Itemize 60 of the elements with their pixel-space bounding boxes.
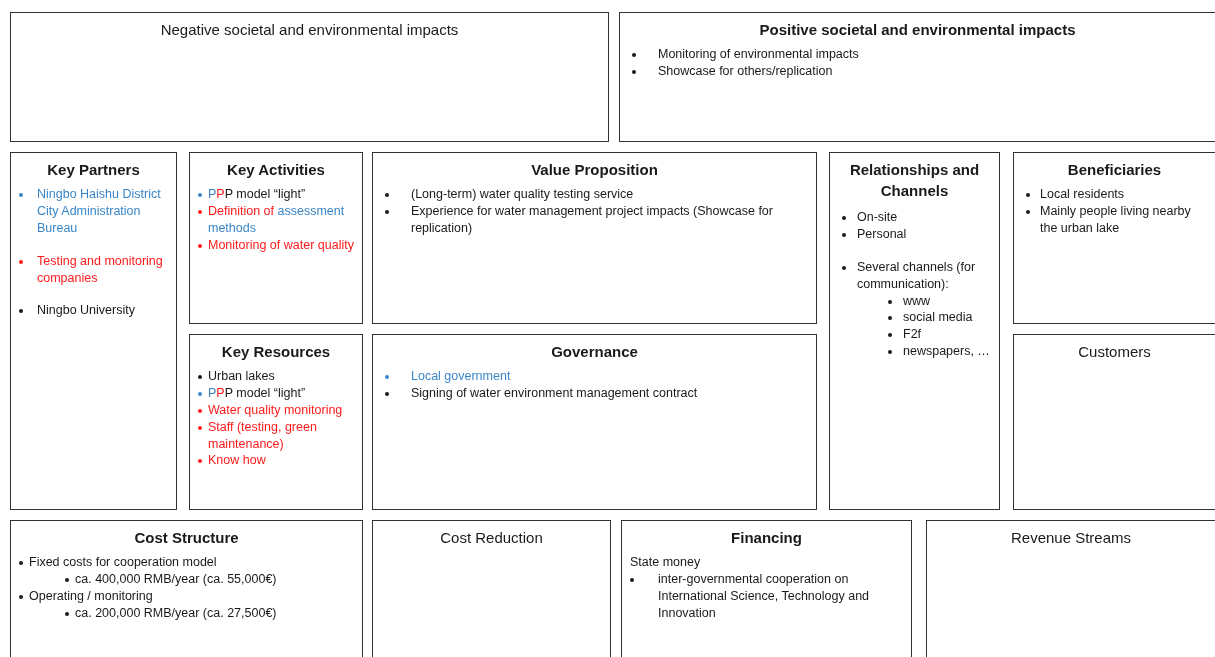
- list-item: ca. 400,000 RMB/year (ca. 55,000€): [75, 571, 277, 586]
- canvas-box: [372, 520, 611, 657]
- list-item: Ningbo University: [37, 303, 135, 318]
- list-item: Ningbo Haishu District City Administration Bureau: [37, 187, 161, 235]
- list-item: Operating / monitoring: [29, 588, 153, 603]
- list-item: Urban lakes: [208, 369, 275, 383]
- list-item: (Long-term) water quality testing service: [411, 187, 634, 201]
- box-heading: Cost Structure: [133, 528, 240, 548]
- canvas-box: [10, 12, 609, 142]
- box-heading: Key Activities: [226, 160, 326, 180]
- box-heading: Value Proposition: [530, 160, 659, 180]
- list-item: Several channels (for communication):: [857, 259, 976, 291]
- canvas-box: [189, 152, 363, 324]
- box-heading: Relationships and Channels: [848, 160, 981, 201]
- box-heading: Governance: [550, 342, 639, 362]
- list-item: Water quality monitoring: [208, 402, 343, 417]
- canvas-box: [1013, 334, 1215, 510]
- list-item: ca. 200,000 RMB/year (ca. 27,500€): [75, 605, 277, 620]
- box-heading: Negative societal and environmental impacts: [159, 20, 460, 40]
- list-item: Local government: [411, 369, 511, 383]
- canvas-box: [1013, 152, 1215, 324]
- list-item: Showcase for others/replication: [658, 63, 833, 78]
- list-item: Signing of water environment management contract: [411, 385, 698, 400]
- list-item: Staff (testing, green maintenance): [208, 419, 317, 451]
- canvas-box: [189, 334, 363, 510]
- box-heading: Cost Reduction: [439, 528, 544, 548]
- canvas-box: [372, 334, 817, 510]
- list-item: Mainly people living nearby the urban lake: [1040, 203, 1191, 235]
- list-item: F2f: [903, 327, 922, 342]
- canvas-box: [372, 152, 817, 324]
- canvas-box: [926, 520, 1215, 657]
- box-heading: Financing: [730, 528, 803, 548]
- canvas-box: [621, 520, 912, 657]
- list-item: Testing and monitoring companies: [37, 253, 163, 285]
- canvas-box: [619, 12, 1215, 142]
- list-item: On-site: [857, 210, 898, 224]
- list-item: Monitoring of water quality: [208, 237, 354, 252]
- box-heading: Customers: [1077, 342, 1152, 362]
- box-heading: Key Partners: [46, 160, 141, 180]
- list-item: www: [903, 293, 931, 308]
- list-item: newspapers, …: [903, 344, 990, 359]
- box-heading: Revenue Streams: [1009, 528, 1133, 548]
- list-item: Experience for water management project impacts (Showcase for replication): [411, 203, 773, 235]
- list-item: Fixed costs for cooperation model: [29, 555, 217, 569]
- box-heading: Beneficiaries: [1066, 160, 1163, 180]
- list-item: inter-governmental cooperation on International Science, Technology and Innovation: [658, 571, 870, 620]
- canvas-box: [829, 152, 1000, 510]
- canvas-box: [10, 520, 363, 657]
- list-item: Monitoring of environmental impacts: [658, 47, 859, 61]
- list-item: Personal: [857, 226, 907, 241]
- box-heading: Key Resources: [220, 342, 332, 362]
- box-heading: Positive societal and environmental impacts: [758, 20, 1077, 40]
- list-item: Local residents: [1040, 187, 1125, 201]
- list-item: PPP model “light”: [208, 385, 306, 400]
- list-item: PPP model “light”: [208, 187, 306, 201]
- list-item: Definition of assessment methods: [208, 203, 345, 235]
- list-item: social media: [903, 310, 973, 325]
- list-item: Know how: [208, 453, 266, 468]
- list-item: State money: [630, 555, 701, 569]
- canvas-box: [10, 152, 177, 510]
